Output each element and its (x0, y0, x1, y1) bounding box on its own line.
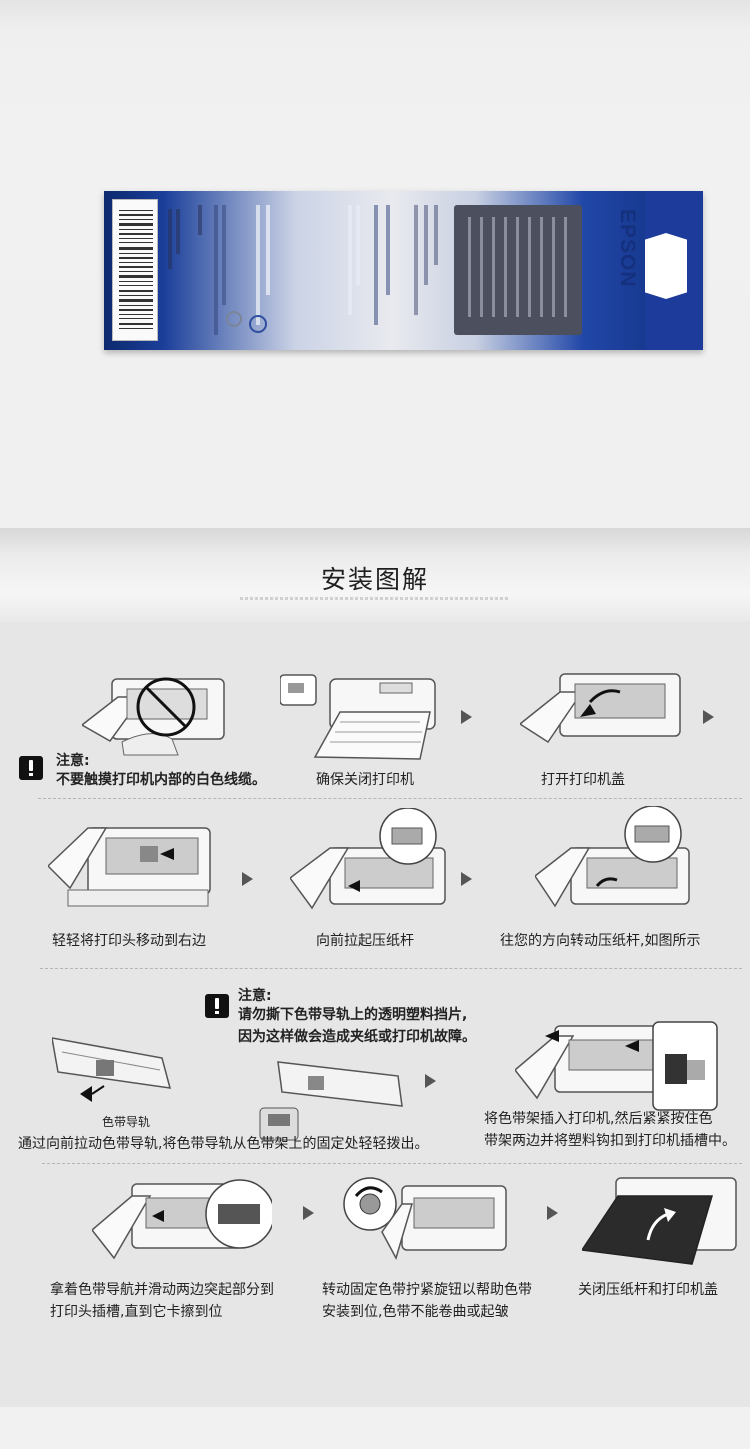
step-caption-2: 打开打印机盖 (541, 772, 625, 788)
warning-icon (205, 994, 229, 1018)
step-caption-3: 轻轻将打印头移动到右边 (52, 933, 206, 949)
step-caption-7-line2: 带架两边并将塑料钩扣到打印机插槽中。 (484, 1133, 736, 1149)
next-step-arrow-icon (703, 710, 714, 724)
slide-ribbon-guide-illustration (92, 1174, 272, 1269)
brand-logo: EPSON (616, 209, 639, 288)
step-caption-7-line1: 将色带架插入打印机,然后紧紧按住色 (484, 1111, 713, 1127)
step-caption-10: 关闭压纸杆和打印机盖 (578, 1282, 718, 1298)
next-step-arrow-icon (425, 1074, 436, 1088)
next-step-arrow-icon (547, 1206, 558, 1220)
note1-title: 注意: (56, 753, 90, 769)
turn-knob-illustration (340, 1174, 510, 1269)
warning-icon (19, 756, 43, 780)
move-printhead-illustration (48, 818, 213, 913)
insert-cartridge-illustration (515, 1014, 740, 1114)
row-divider (40, 968, 742, 969)
ribbon-guide-label: 色带导轨 (102, 1115, 151, 1129)
printer-closed-illustration (280, 667, 440, 762)
step-caption-1: 确保关闭打印机 (316, 772, 414, 788)
ribbon-guide-detach-illustration (258, 1052, 408, 1142)
printer-open-cover-illustration (520, 662, 685, 752)
product-photo-area: EPSON (0, 0, 750, 530)
row-divider (42, 1163, 742, 1164)
installation-guide: 注意: 不要触摸打印机内部的白色线缆。 确保关闭打印机 打开打印机盖 (0, 622, 750, 1407)
step-caption-6: 通过向前拉动色带导轨,将色带导轨从色带架上的固定处轻轻拨出。 (18, 1136, 429, 1152)
spec-label (454, 205, 582, 335)
step-caption-4: 向前拉起压纸杆 (316, 933, 414, 949)
certification-icon (249, 315, 267, 333)
step-caption-8-line2: 打印头插槽,直到它卡擦到位 (50, 1304, 223, 1320)
note2-line2: 因为这样做会造成夹纸或打印机故障。 (238, 1029, 476, 1045)
barcode (112, 199, 158, 341)
recycle-icon (226, 311, 242, 327)
title-band (0, 528, 750, 622)
rotate-paper-lever-illustration (535, 806, 695, 916)
pull-paper-lever-illustration (290, 808, 450, 918)
step-caption-8-line1: 拿着色带导航并滑动两边突起部分到 (50, 1282, 274, 1298)
note2-line1: 请勿撕下色带导轨上的透明塑料挡片, (238, 1007, 468, 1023)
step-caption-9-line2: 安装到位,色带不能卷曲或起皱 (322, 1304, 509, 1320)
next-step-arrow-icon (461, 872, 472, 886)
close-cover-illustration (582, 1170, 742, 1270)
note1-body: 不要触摸打印机内部的白色线缆。 (56, 772, 266, 788)
box-window (645, 233, 687, 299)
step-caption-5: 往您的方向转动压纸杆,如图所示 (500, 933, 701, 949)
ribbon-box: EPSON (104, 191, 703, 350)
title-decoration (240, 597, 510, 600)
next-step-arrow-icon (303, 1206, 314, 1220)
section-title: 安装图解 (320, 565, 429, 594)
next-step-arrow-icon (461, 710, 472, 724)
printer-no-touch-illustration (82, 667, 232, 757)
step-caption-9-line1: 转动固定色带拧紧旋钮以帮助色带 (322, 1282, 532, 1298)
row-divider (38, 798, 742, 799)
next-step-arrow-icon (242, 872, 253, 886)
note2-title: 注意: (238, 988, 272, 1004)
ribbon-cartridge-illustration (52, 1030, 174, 1104)
